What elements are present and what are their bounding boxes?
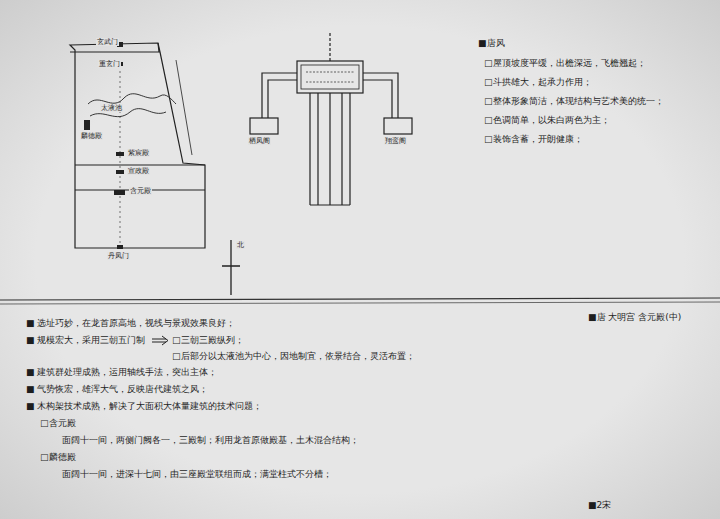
- hall-plan: [250, 33, 412, 205]
- section-tag: ■2宋: [588, 500, 611, 510]
- note-line: ■ 建筑群处理成熟，运用轴线手法，突出主体；: [26, 367, 217, 377]
- note-line: □装饰含蓄，开朗健康；: [484, 134, 583, 144]
- implies-arrow: [152, 336, 168, 345]
- site-plan: [70, 43, 205, 248]
- note-line: □三朝三殿纵列；: [172, 335, 244, 345]
- note-line: □后部分以太液池为中心，因地制宜，依景结合，灵活布置；: [172, 351, 415, 361]
- gate-label: 丹凤门: [107, 252, 130, 260]
- section-heading: ■唐风: [478, 38, 505, 48]
- note-line: ■ 规模宏大，采用三朝五门制: [26, 335, 145, 345]
- note-line: □屋顶坡度平缓，出檐深远，飞檐翘起；: [484, 58, 646, 68]
- hall-label: 宣政殿: [127, 167, 150, 175]
- note-line: ■ 气势恢宏，雄浑大气，反映唐代建筑之风；: [26, 384, 208, 394]
- pavilion-label: 栖凤阁: [248, 137, 271, 145]
- note-line: 面阔十一间，进深十七间，由三座殿堂联组而成；满堂柱式不分槽；: [62, 469, 332, 479]
- hall-markers: [84, 42, 125, 249]
- note-line: ■ 木构架技术成熟，解决了大面积大体量建筑的技术问题；: [26, 401, 262, 411]
- sub-heading: □麟德殿: [40, 452, 76, 462]
- note-line: □色调简单，以朱白两色为主；: [484, 115, 610, 125]
- hall-label: 含元殿: [129, 187, 152, 195]
- separator: [0, 298, 720, 304]
- section-tag: ■唐 大明宫 含元殿(中): [588, 312, 681, 322]
- compass-label: 北: [236, 241, 245, 249]
- sub-heading: □含元殿: [40, 418, 76, 428]
- pavilion-label: 翔鸾阁: [384, 137, 407, 145]
- note-line: □整体形象简洁，体现结构与艺术美的统一；: [484, 96, 664, 106]
- hall-label: 麟德殿: [80, 132, 103, 140]
- hall-label: 紫宸殿: [127, 149, 150, 157]
- gate-label: 重玄门: [98, 60, 121, 68]
- gate-label: 玄武门: [96, 38, 119, 46]
- pond-label: 太液池: [100, 104, 123, 112]
- note-line: ■ 选址巧妙，在龙首原高地，视线与景观效果良好；: [26, 318, 235, 328]
- note-line: □斗拱雄大，起承力作用；: [484, 77, 592, 87]
- note-line: 面阔十一间，两侧门阙各一，三殿制；利用龙首原做殿基，土木混合结构；: [62, 435, 359, 445]
